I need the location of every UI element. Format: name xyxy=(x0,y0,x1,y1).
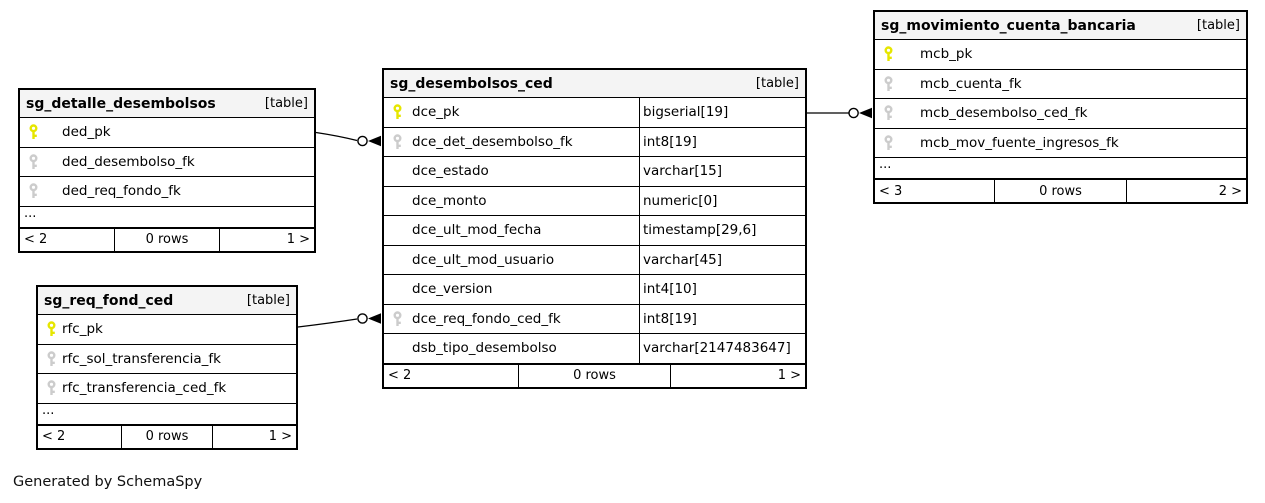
ellipsis-row: ... xyxy=(875,158,1246,179)
column-row: rfc_pk xyxy=(38,315,296,345)
column-type: varchar[15] xyxy=(643,163,723,180)
pager-prev: < 2 xyxy=(38,425,122,448)
column-type: numeric[0] xyxy=(643,192,718,209)
ellipsis-row: ... xyxy=(38,404,296,425)
column-row: mcb_mov_fuente_ingresos_fk xyxy=(875,128,1246,158)
relationship-ced-to-mcb xyxy=(807,107,872,119)
column-name: rfc_pk xyxy=(62,321,103,338)
column-name: ded_desembolso_fk xyxy=(62,153,195,170)
column-name: ded_req_fondo_fk xyxy=(62,183,181,200)
primary-key-icon xyxy=(884,46,893,62)
table-header: sg_req_fond_ced [table] xyxy=(38,287,296,315)
column-name: dce_pk xyxy=(412,104,460,121)
table-type-badge: [table] xyxy=(264,96,308,111)
pager-next: 1 > xyxy=(218,228,314,251)
pager-prev: < 3 xyxy=(875,180,995,202)
column-row: dce_det_desembolso_fk int8[19] xyxy=(384,127,805,157)
table-pager: < 2 0 rows 1 > xyxy=(38,424,296,448)
column-name: dce_ult_mod_fecha xyxy=(412,222,542,239)
column-name: dce_monto xyxy=(412,192,487,209)
pager-rowcount: 0 rows xyxy=(145,429,189,444)
table-node-sg-desembolsos-ced[interactable]: sg_desembolsos_ced [table] dce_pk bigser… xyxy=(382,68,807,389)
column-name: mcb_cuenta_fk xyxy=(920,75,1022,92)
column-row: dsb_tipo_desembolso varchar[2147483647] xyxy=(384,334,805,364)
column-row: ded_req_fondo_fk xyxy=(20,177,314,207)
column-row: dce_estado varchar[15] xyxy=(384,157,805,187)
foreign-key-icon xyxy=(29,183,38,199)
column-name: dce_estado xyxy=(412,163,489,180)
foreign-key-icon xyxy=(393,134,402,149)
table-title[interactable]: sg_desembolsos_ced xyxy=(390,75,553,92)
column-row: dce_monto numeric[0] xyxy=(384,186,805,216)
column-name: dce_ult_mod_usuario xyxy=(412,251,555,268)
pager-prev: < 2 xyxy=(384,364,520,387)
column-type: varchar[2147483647] xyxy=(643,340,791,357)
table-header: sg_detalle_desembolsos [table] xyxy=(20,90,314,118)
column-type: varchar[45] xyxy=(643,251,723,268)
column-type: timestamp[29,6] xyxy=(643,222,757,239)
column-type: int8[19] xyxy=(643,310,697,327)
relationship-detalle-to-ced xyxy=(315,131,381,147)
table-header: sg_movimiento_cuenta_bancaria [table] xyxy=(875,12,1246,40)
ellipsis-row: ... xyxy=(20,207,314,228)
column-name: rfc_transferencia_ced_fk xyxy=(62,380,227,397)
table-pager: < 2 0 rows 1 > xyxy=(20,227,314,251)
table-title[interactable]: sg_movimiento_cuenta_bancaria xyxy=(881,17,1136,34)
pager-rowcount: 0 rows xyxy=(573,368,616,383)
primary-key-icon xyxy=(47,321,56,337)
foreign-key-icon xyxy=(29,154,38,169)
pager-next: 1 > xyxy=(669,364,805,387)
column-name: dsb_tipo_desembolso xyxy=(412,340,557,357)
foreign-key-icon xyxy=(393,311,402,326)
table-pager: < 2 0 rows 1 > xyxy=(384,363,805,387)
table-node-sg-detalle-desembolsos[interactable]: sg_detalle_desembolsos [table] ded_pk de… xyxy=(18,88,316,253)
table-type-badge: [table] xyxy=(246,293,290,308)
column-name: mcb_desembolso_ced_fk xyxy=(920,105,1088,122)
column-row: dce_pk bigserial[19] xyxy=(384,98,805,128)
column-row: mcb_cuenta_fk xyxy=(875,69,1246,99)
column-name: rfc_sol_transferencia_fk xyxy=(62,350,221,367)
pager-next: 1 > xyxy=(212,425,296,448)
generated-by-note: Generated by SchemaSpy xyxy=(13,474,203,490)
primary-key-icon xyxy=(393,104,402,120)
column-row: rfc_transferencia_ced_fk xyxy=(38,374,296,404)
table-pager: < 3 0 rows 2 > xyxy=(875,179,1246,202)
table-type-badge: [table] xyxy=(1196,18,1240,33)
column-name: dce_det_desembolso_fk xyxy=(412,133,573,150)
column-row: mcb_pk xyxy=(875,40,1246,70)
pager-rowcount: 0 rows xyxy=(145,232,189,247)
foreign-key-icon xyxy=(884,135,893,150)
column-name: mcb_pk xyxy=(920,46,973,63)
column-row: mcb_desembolso_ced_fk xyxy=(875,99,1246,129)
primary-key-icon xyxy=(29,124,38,140)
table-node-sg-movimiento-cuenta-bancaria[interactable]: sg_movimiento_cuenta_bancaria [table] mc… xyxy=(873,10,1248,204)
table-title[interactable]: sg_req_fond_ced xyxy=(44,292,174,309)
column-name: ded_pk xyxy=(62,124,111,141)
column-name: dce_req_fondo_ced_fk xyxy=(412,310,561,327)
table-header: sg_desembolsos_ced [table] xyxy=(384,70,805,98)
foreign-key-icon xyxy=(884,105,893,121)
foreign-key-icon xyxy=(47,380,56,396)
column-row: dce_ult_mod_fecha timestamp[29,6] xyxy=(384,216,805,246)
column-row: ded_pk xyxy=(20,118,314,148)
table-type-badge: [table] xyxy=(755,76,799,91)
table-node-sg-req-fond-ced[interactable]: sg_req_fond_ced [table] rfc_pk rfc_sol_t… xyxy=(36,285,298,450)
column-row: ded_desembolso_fk xyxy=(20,147,314,177)
column-type: int8[19] xyxy=(643,133,697,150)
column-row: dce_ult_mod_usuario varchar[45] xyxy=(384,245,805,275)
pager-rowcount: 0 rows xyxy=(1039,183,1082,199)
column-row: dce_req_fondo_ced_fk int8[19] xyxy=(384,304,805,334)
column-row: dce_version int4[10] xyxy=(384,275,805,305)
column-type: bigserial[19] xyxy=(643,104,729,121)
column-name: dce_version xyxy=(412,281,493,298)
foreign-key-icon xyxy=(884,76,893,91)
pager-next: 2 > xyxy=(1126,180,1246,202)
pager-prev: < 2 xyxy=(20,228,116,251)
relationship-reqfond-to-ced xyxy=(297,313,381,328)
column-type: int4[10] xyxy=(643,281,697,298)
column-row: rfc_sol_transferencia_fk xyxy=(38,344,296,374)
foreign-key-icon xyxy=(47,351,56,366)
column-name: mcb_mov_fuente_ingresos_fk xyxy=(920,134,1119,151)
table-title[interactable]: sg_detalle_desembolsos xyxy=(26,95,216,112)
